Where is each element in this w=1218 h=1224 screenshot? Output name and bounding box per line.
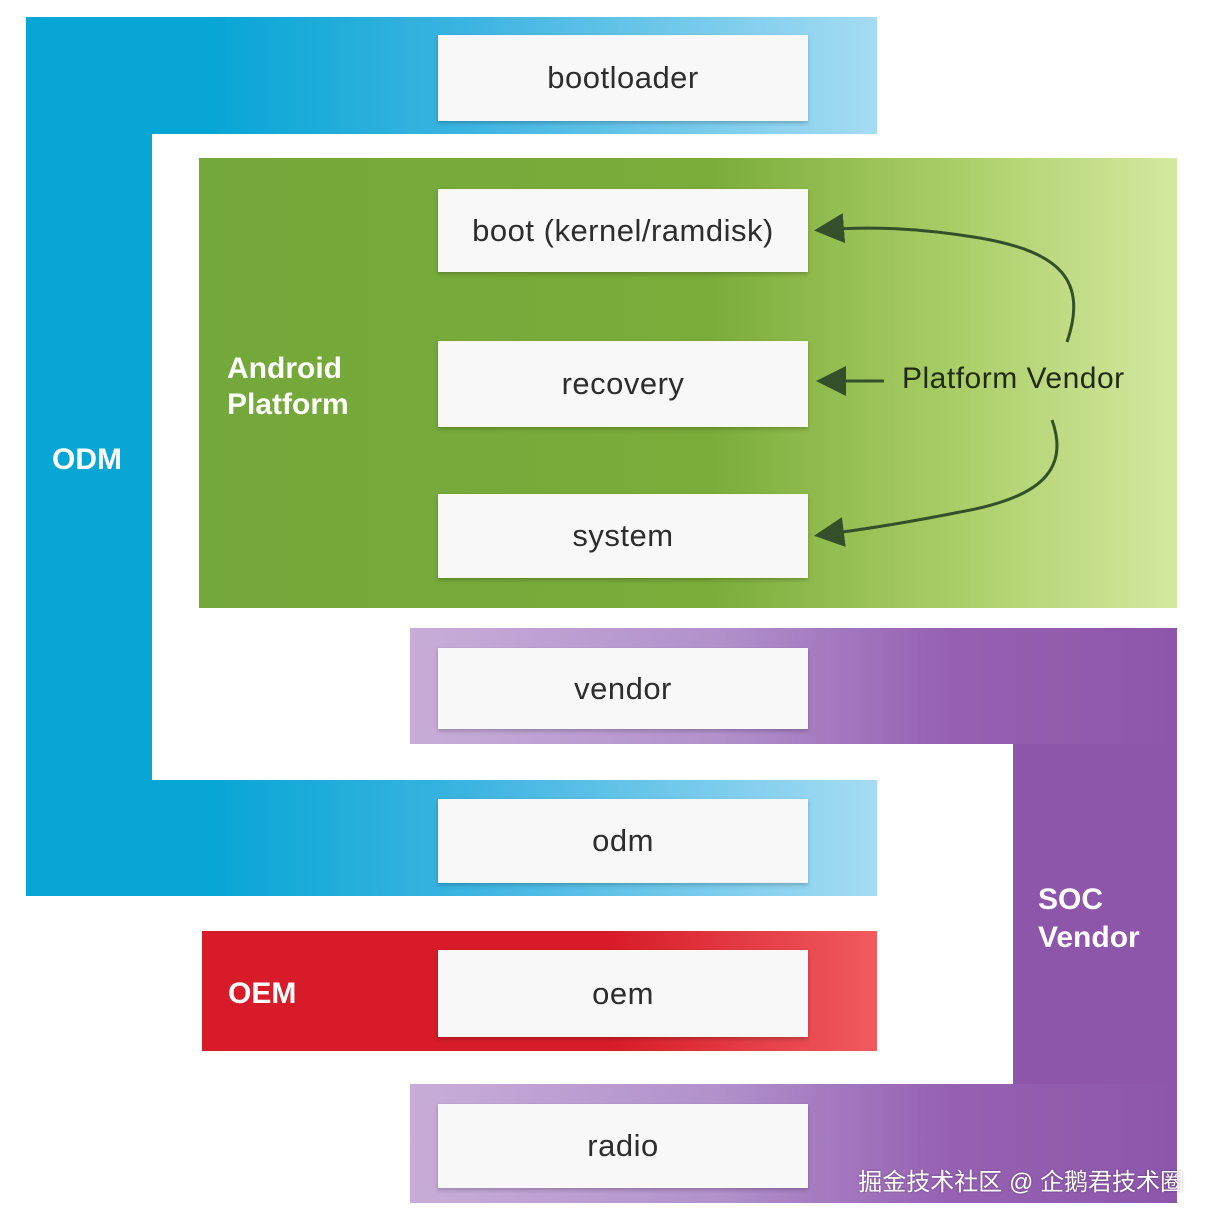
soc-vendor-label-line2: Vendor <box>1038 921 1140 954</box>
partition-recovery: recovery <box>438 341 808 427</box>
android-platform-label-line1: Android <box>227 352 342 385</box>
partition-boot: boot (kernel/ramdisk) <box>438 189 808 272</box>
odm-label: ODM <box>52 443 122 476</box>
partition-odm: odm <box>438 799 808 883</box>
arrow-to-system <box>814 419 1059 547</box>
watermark-text: 掘金技术社区 @ 企鹅君技术圈 <box>858 1169 1184 1196</box>
partition-system: system <box>438 494 808 578</box>
partition-bootloader: bootloader <box>438 35 808 121</box>
oem-label: OEM <box>228 977 297 1010</box>
platform-vendor-label: Platform Vendor <box>902 362 1125 395</box>
partition-oem: oem <box>438 950 808 1037</box>
partition-vendor: vendor <box>438 648 808 729</box>
partition-radio: radio <box>438 1104 808 1188</box>
soc-vendor-label-line1: SOC <box>1038 883 1104 916</box>
soc-vendor-region-right <box>1013 744 1177 1084</box>
odm-region-left <box>26 134 152 780</box>
arrow-to-boot <box>814 213 1076 343</box>
android-platform-label-line2: Platform <box>227 388 349 421</box>
